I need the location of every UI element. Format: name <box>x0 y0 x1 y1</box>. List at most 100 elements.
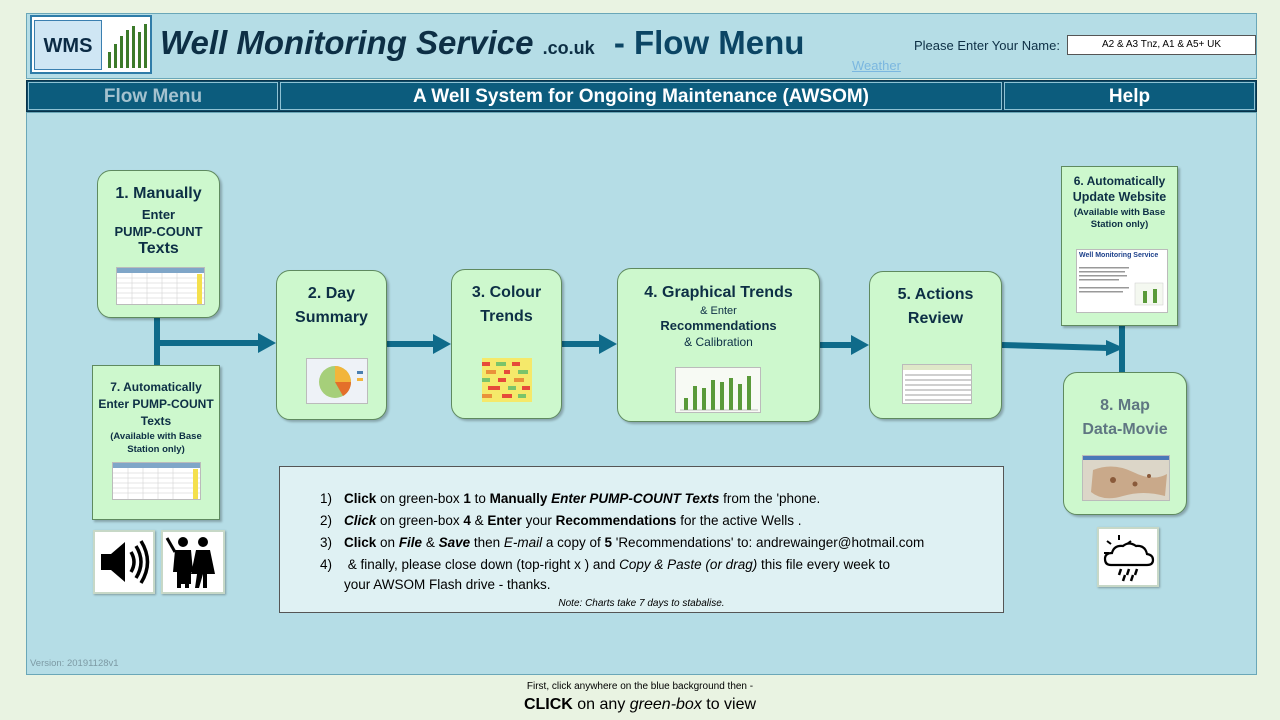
footer-hint-line-2: CLICK on any green-box to view <box>0 696 1280 714</box>
footer-hint-line-1: First, click anywhere on the blue backgr… <box>526 681 754 692</box>
colour-grid-thumbnail-icon <box>482 358 532 402</box>
instruction-text: this file every week to <box>757 557 891 572</box>
instruction-text: on green-box <box>376 491 464 506</box>
weather-button[interactable] <box>1097 527 1159 587</box>
bar-chart-logo-icon <box>108 24 147 68</box>
logo-text: WMS <box>34 20 102 70</box>
box6-line1: 6. Automatically <box>1073 174 1166 188</box>
instruction-text: Enter <box>487 513 522 528</box>
people-button[interactable] <box>161 530 225 594</box>
instruction-text: your AWSOM Flash drive - thanks. <box>344 577 551 592</box>
connector-arrow-3-4 <box>562 341 603 347</box>
nav-help[interactable]: Help <box>1004 82 1255 110</box>
instruction-text: Recommendations <box>555 513 677 528</box>
nav-awsom-title: A Well System for Ongoing Maintenance (A… <box>280 82 1002 110</box>
connector-arrow-5-6 <box>1001 340 1124 356</box>
green-box-5-actions-review[interactable]: 5. Actions Review <box>869 271 1002 419</box>
weather-link[interactable]: Weather <box>852 58 901 73</box>
arrowhead-icon <box>851 335 869 355</box>
connector-vertical-left <box>154 318 160 366</box>
instruction-text: Click <box>344 535 377 550</box>
instruction-1: 1)Click on green-box 1 to Manually Enter… <box>320 491 820 506</box>
name-input[interactable]: A2 & A3 Tnz, A1 & A5+ UK <box>1067 35 1256 55</box>
spreadsheet-thumbnail-icon <box>112 462 201 500</box>
nav-flow-menu[interactable]: Flow Menu <box>28 82 278 110</box>
website-preview-icon <box>1079 267 1164 306</box>
connector-arrow-1-2 <box>158 340 262 346</box>
instruction-text: for the active Wells . <box>676 513 802 528</box>
instruction-2: 2) Click on green-box 4 & Enter your Reco… <box>320 513 801 528</box>
instruction-text: E-mail <box>503 535 543 550</box>
version-label: Version: 20191128v1 <box>30 658 119 669</box>
connector-arrow-2-3 <box>387 341 437 347</box>
green-box-6-update-website[interactable]: 6. Automatically Update Website (Availab… <box>1061 166 1178 326</box>
charts-note: Note: Charts take 7 days to stabalise. <box>558 598 725 609</box>
instruction-text: on green-box <box>376 513 464 528</box>
title-domain: .co.uk <box>542 38 595 58</box>
instruction-text: to <box>470 491 490 506</box>
instruction-text: 'Recommendations' to: andrewainger@hotma… <box>611 535 925 550</box>
instruction-4-cont: your AWSOM Flash drive - thanks. <box>344 577 551 592</box>
header-band <box>26 13 1257 79</box>
box7-line2: Enter PUMP-COUNT <box>98 397 214 411</box>
speaker-button[interactable] <box>93 530 155 594</box>
instructions-panel: 1)Click on green-box 1 to Manually Enter… <box>279 466 1004 613</box>
instruction-text: & <box>470 513 488 528</box>
box4-line1: 4. Graphical Trends <box>644 284 793 301</box>
footer-mid: on any <box>572 696 630 713</box>
box5-line2: Review <box>907 310 964 327</box>
people-icon <box>165 537 215 588</box>
instruction-text: your <box>521 513 556 528</box>
green-box-8-map-movie[interactable]: 8. Map Data-Movie <box>1063 372 1187 515</box>
instruction-number: 3) <box>320 535 333 550</box>
box6-line2: Update Website <box>1072 190 1167 204</box>
instruction-text: then <box>470 535 504 550</box>
box3-line1: 3. Colour <box>471 284 542 301</box>
box4-line4: & Calibration <box>684 335 753 349</box>
connector-vertical-right <box>1119 326 1125 374</box>
page-title: Well Monitoring Service .co.uk - Flow Me… <box>160 24 804 62</box>
speaker-icon <box>101 540 150 584</box>
box7-line4: (Available with Base <box>110 431 202 442</box>
instruction-number: 4) <box>320 557 333 572</box>
arrowhead-icon <box>258 333 276 353</box>
box3-line2: Trends <box>480 308 533 325</box>
box1-line2: Enter <box>141 207 176 222</box>
map-thumbnail-icon <box>1082 455 1170 501</box>
box4-line2: & Enter <box>700 305 737 317</box>
instruction-text: 4 <box>463 513 471 528</box>
pie-chart-thumbnail-icon <box>306 358 368 404</box>
website-thumbnail-title: Well Monitoring Service <box>1079 252 1159 259</box>
instruction-number: 1) <box>320 491 333 506</box>
box1-line3: PUMP-COUNT <box>114 224 203 239</box>
instruction-text: from the 'phone. <box>719 491 821 506</box>
green-box-2-day-summary[interactable]: 2. Day Summary <box>276 270 387 420</box>
cloud-rain-sun-icon <box>1103 535 1155 582</box>
arrowhead-icon <box>599 334 617 354</box>
instruction-text: Copy & Paste (or drag) <box>619 557 758 572</box>
green-box-7-auto-entry[interactable]: 7. Automatically Enter PUMP-COUNT Texts … <box>92 365 220 520</box>
instruction-text: 5 <box>604 535 612 550</box>
title-suffix: - Flow Menu <box>613 24 805 61</box>
name-label: Please Enter Your Name: <box>914 38 1060 53</box>
connector-arrow-4-5 <box>820 342 855 348</box>
footer-end: to view <box>701 696 757 713</box>
bar-chart-thumbnail-icon <box>675 367 761 413</box>
instruction-text: Save <box>438 535 471 550</box>
box1-line4: Texts <box>138 240 179 257</box>
footer-click: CLICK <box>523 696 573 713</box>
spreadsheet-thumbnail-icon <box>116 267 205 305</box>
instruction-number: 2) <box>320 513 333 528</box>
instruction-text: & finally, please close down (top-right … <box>344 557 620 572</box>
instruction-text: Click <box>344 513 377 528</box>
green-box-1-manual-entry[interactable]: 1. Manually Enter PUMP-COUNT Texts <box>97 170 220 318</box>
box8-line1: 8. Map <box>1100 397 1150 414</box>
instruction-text: Enter PUMP-COUNT Texts <box>551 491 720 506</box>
instruction-text: on <box>376 535 399 550</box>
report-table-thumbnail-icon <box>902 364 972 404</box>
instruction-3: 3)Click on File & Save then E-mail a cop… <box>320 535 924 550</box>
box4-line3: Recommendations <box>660 318 777 333</box>
box7-line1: 7. Automatically <box>110 380 202 394</box>
green-box-4-graphical-trends[interactable]: 4. Graphical Trends & Enter Recommendati… <box>617 268 820 422</box>
green-box-3-colour-trends[interactable]: 3. Colour Trends <box>451 269 562 419</box>
